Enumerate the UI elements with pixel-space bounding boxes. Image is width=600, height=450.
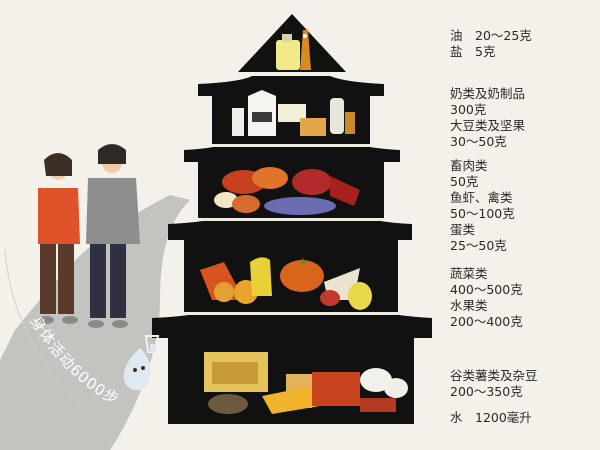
- walking-woman: [38, 153, 80, 324]
- label-fish-poultry: 鱼虾、禽类: [450, 190, 513, 205]
- label-grains: 谷类薯类及杂豆 200～350克: [450, 368, 538, 400]
- label-veg: 蔬菜类: [450, 266, 488, 281]
- label-meat: 畜肉类: [450, 158, 488, 173]
- oil-salt-foods: [276, 30, 311, 70]
- label-oil-salt: 油 20～25克 盐 5克: [450, 28, 532, 60]
- label-veg-fruit: 蔬菜类 400～500克 水果类 200～400克: [450, 266, 523, 330]
- grains-foods: [204, 352, 408, 414]
- water-glass-icon: [144, 335, 160, 353]
- tier-separators: [184, 144, 398, 315]
- dairy-soy-foods: [232, 90, 355, 136]
- label-water: 水 1200毫升: [450, 410, 532, 426]
- label-fruit-amount: 200～400克: [450, 314, 523, 329]
- label-soy-nuts: 大豆类及坚果: [450, 118, 526, 133]
- label-meat-amount: 50克: [450, 174, 479, 189]
- label-water-amount: 水 1200毫升: [450, 410, 532, 425]
- water-droplet-mascot: [123, 348, 151, 391]
- label-soy-amount: 30～50克: [450, 134, 507, 149]
- walking-man: [86, 144, 140, 328]
- meat-fish-egg-foods: [214, 167, 360, 215]
- label-dairy: 奶类及奶制品: [450, 86, 526, 101]
- label-oil: 油 20～25克: [450, 28, 532, 43]
- label-fruit: 水果类: [450, 298, 488, 313]
- label-grain-amount: 200～350克: [450, 384, 523, 399]
- veg-fruit-foods: [200, 257, 372, 310]
- label-grain-type: 谷类薯类及杂豆: [450, 368, 538, 383]
- label-egg: 蛋类: [450, 222, 476, 237]
- label-veg-amount: 400～500克: [450, 282, 523, 297]
- label-dairy-amount: 300克: [450, 102, 487, 117]
- label-fish-poultry-amount: 50～100克: [450, 206, 515, 221]
- label-salt: 盐 5克: [450, 44, 496, 59]
- label-meat-fish-egg: 畜肉类 50克 鱼虾、禽类 50～100克 蛋类 25～50克: [450, 158, 515, 254]
- label-egg-amount: 25～50克: [450, 238, 507, 253]
- label-dairy-soy: 奶类及奶制品 300克 大豆类及坚果 30～50克: [450, 86, 525, 150]
